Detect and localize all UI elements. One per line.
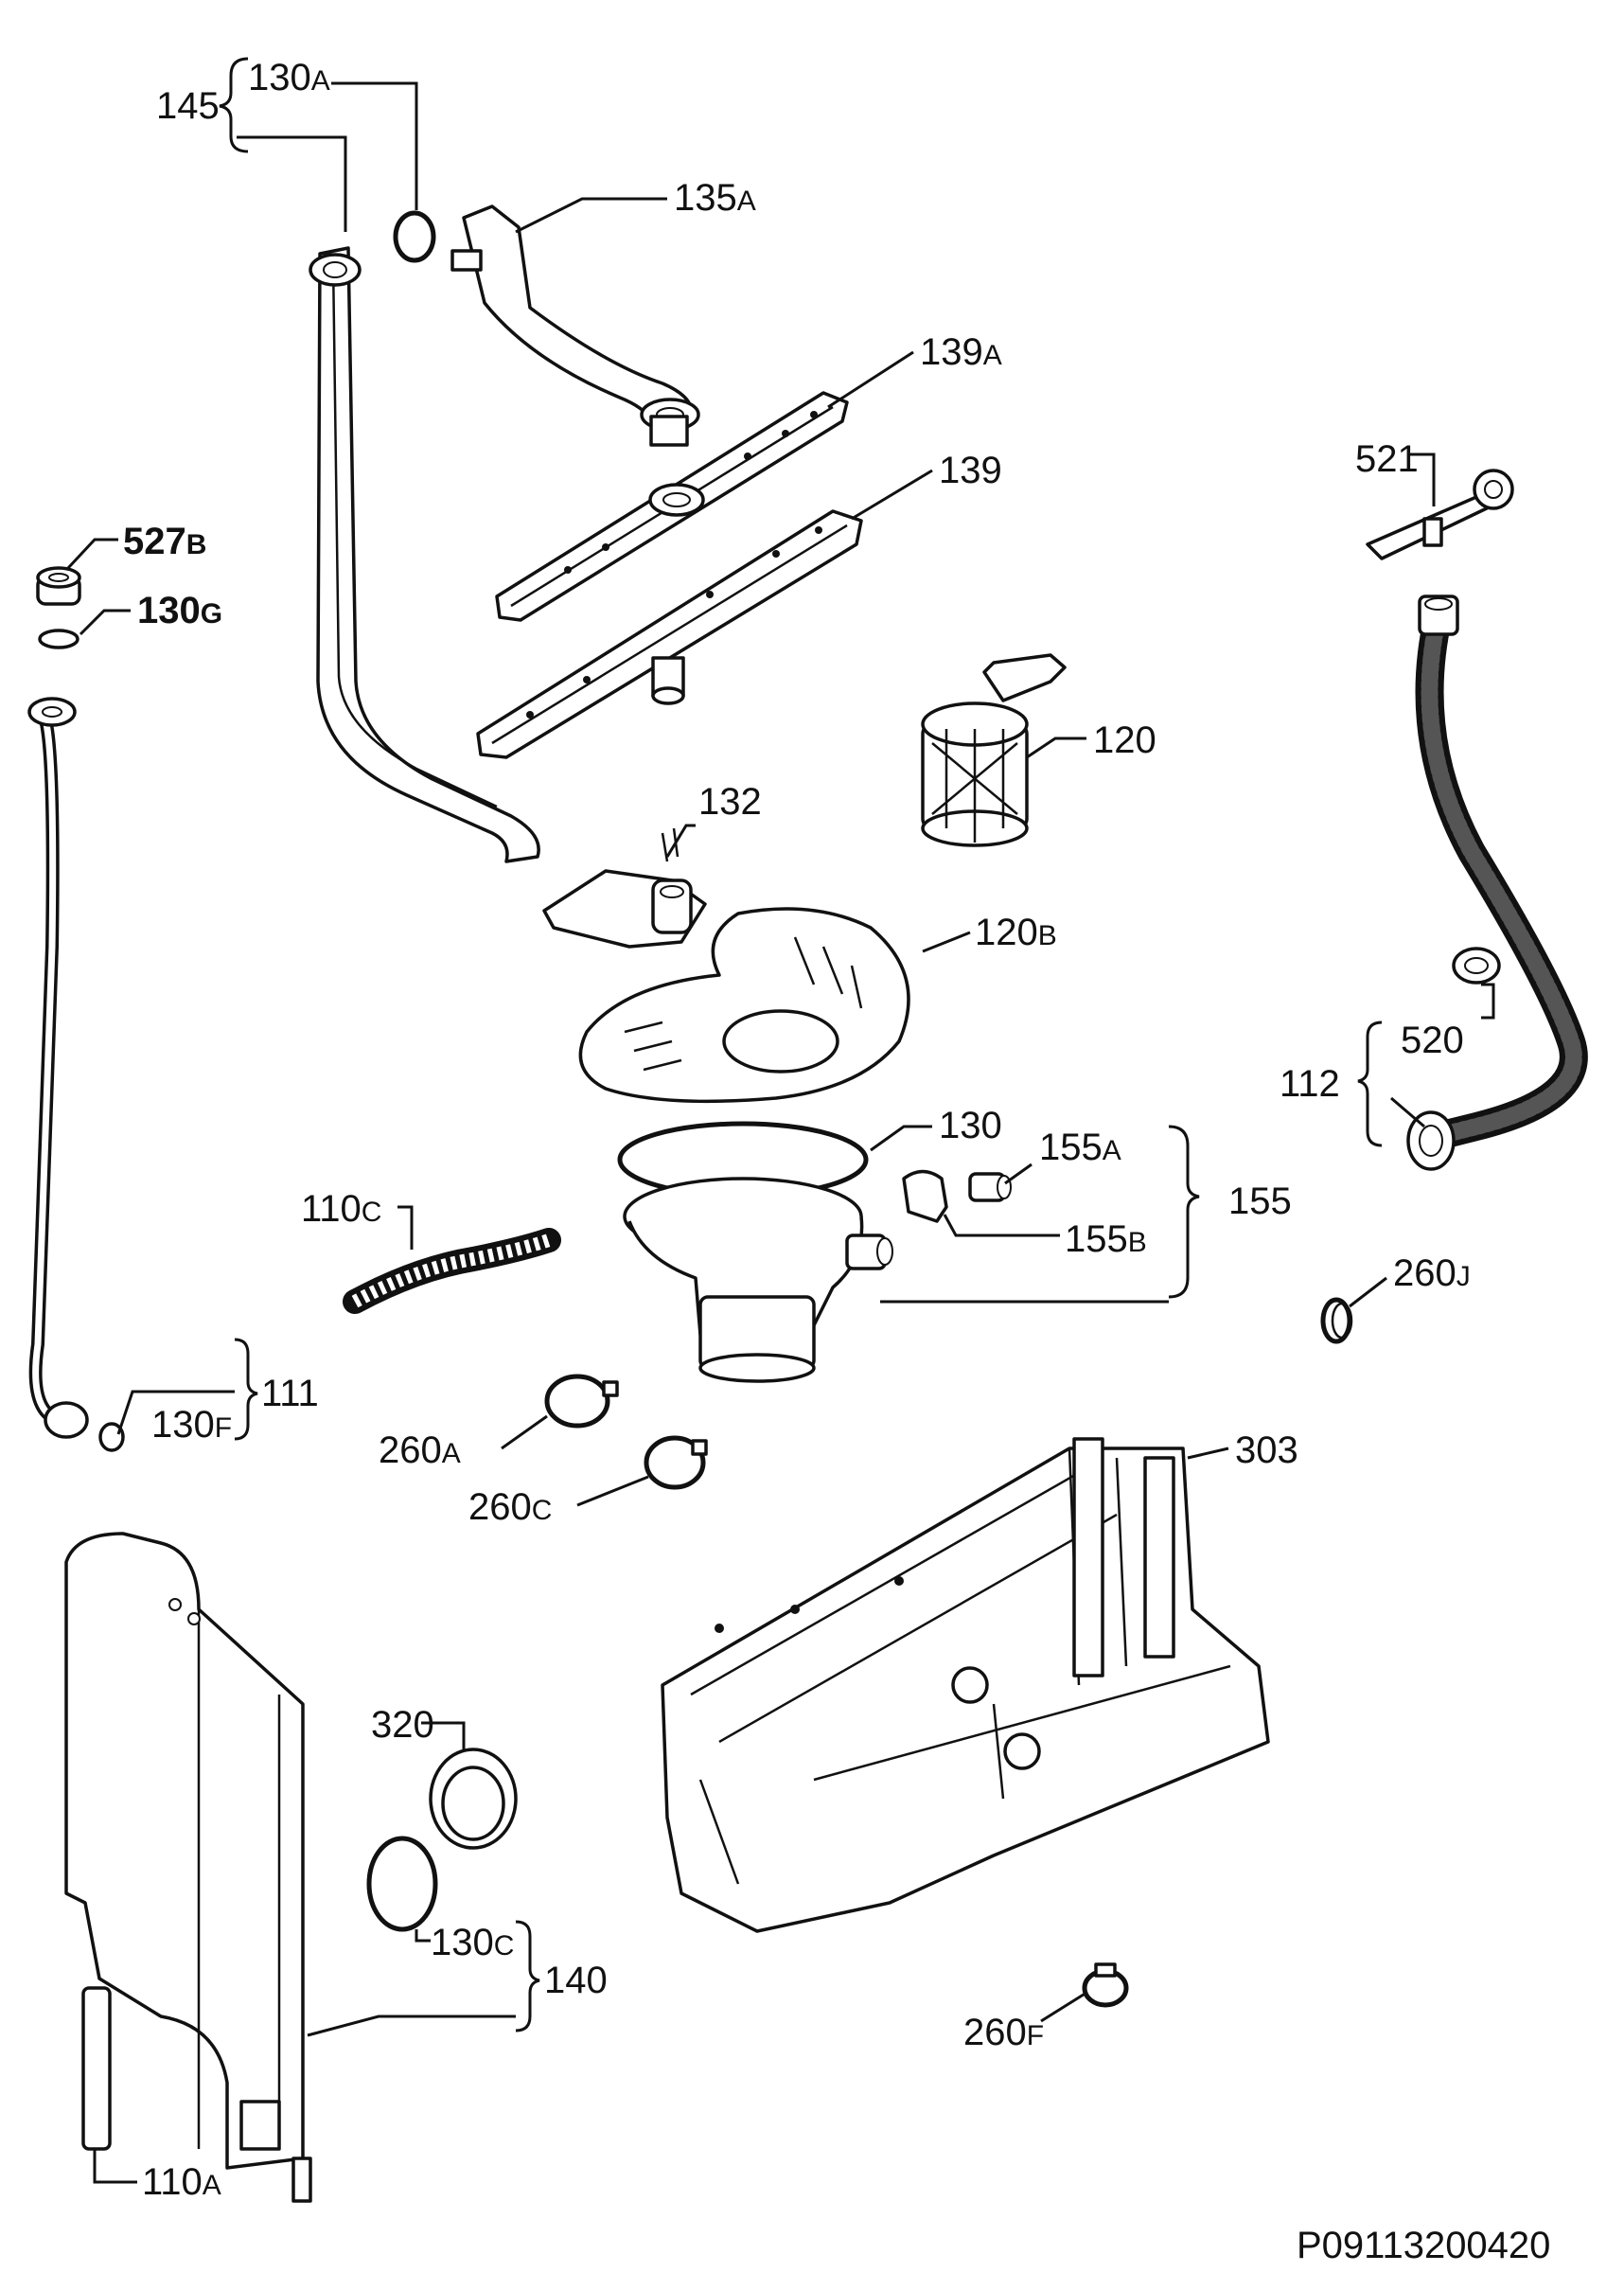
part-110a-tube (81, 1986, 112, 2151)
label-110a: 110A (142, 2161, 221, 2203)
part-132-bracket (542, 827, 707, 949)
part-260a-clamp (544, 1374, 619, 1429)
part-120b-filter-plate (578, 907, 910, 1104)
label-139a: 139A (920, 331, 1002, 373)
part-labels: 145 130A 135A 139A 139 521 527B 130G 120… (123, 57, 1550, 2266)
label-140: 140 (544, 1960, 608, 2001)
label-260c: 260C (468, 1486, 552, 1528)
part-140-side-tank (64, 1532, 312, 2203)
label-120b: 120B (975, 912, 1057, 953)
part-130c-ring (366, 1836, 438, 1932)
label-135a: 135A (674, 177, 756, 219)
part-527b-cap (36, 566, 81, 606)
label-139: 139 (939, 450, 1002, 491)
part-139a-upper-spray-arm (495, 391, 849, 622)
label-145: 145 (156, 85, 220, 127)
part-260c-clamp (644, 1435, 708, 1490)
part-155-sump (623, 1177, 893, 1383)
label-130f: 130F (151, 1404, 232, 1446)
part-130a-o-ring (393, 210, 436, 263)
part-145-spray-pipe (309, 246, 540, 863)
part-320-seal (429, 1748, 518, 1850)
label-111: 111 (261, 1373, 319, 1414)
part-139-lower-spray-arm (476, 509, 863, 759)
label-112: 112 (1280, 1063, 1340, 1105)
label-130c: 130C (431, 1922, 514, 1963)
part-520-hose-clip (1452, 947, 1501, 985)
label-320: 320 (371, 1704, 434, 1746)
part-155a-connector (968, 1172, 1012, 1202)
part-521-hose-bracket (1366, 469, 1514, 560)
label-521: 521 (1355, 438, 1419, 480)
part-155b-valve (902, 1169, 948, 1223)
label-130: 130 (939, 1105, 1002, 1146)
label-527b: 527B (123, 521, 206, 562)
part-130g-washer (38, 629, 79, 649)
label-260j: 260J (1393, 1252, 1471, 1294)
part-303-base-frame (661, 1437, 1270, 1933)
label-110c: 110C (301, 1188, 381, 1230)
label-120: 120 (1093, 719, 1156, 761)
label-155b: 155B (1065, 1218, 1147, 1260)
leader-lines (66, 57, 1495, 2184)
label-130g: 130G (137, 590, 222, 631)
label-155a: 155A (1039, 1127, 1121, 1168)
label-303: 303 (1235, 1429, 1298, 1471)
part-112-drain-hose (1406, 595, 1588, 1171)
label-132: 132 (698, 781, 762, 823)
part-260j-clamp (1320, 1297, 1353, 1344)
part-260f-clamp (1082, 1962, 1129, 2008)
part-130f-gasket (98, 1422, 125, 1452)
part-135a-connector-pipe (450, 204, 700, 447)
part-120-filter (921, 653, 1067, 847)
label-260f: 260F (963, 2012, 1044, 2053)
label-130a: 130A (248, 57, 330, 98)
diagram-code: P09113200420 (1297, 2225, 1550, 2266)
label-155: 155 (1228, 1180, 1292, 1222)
part-110c-hose (343, 1228, 561, 1314)
part-111-inlet-pipe (27, 697, 89, 1439)
label-520: 520 (1401, 1020, 1464, 1061)
label-260a: 260A (379, 1429, 461, 1471)
